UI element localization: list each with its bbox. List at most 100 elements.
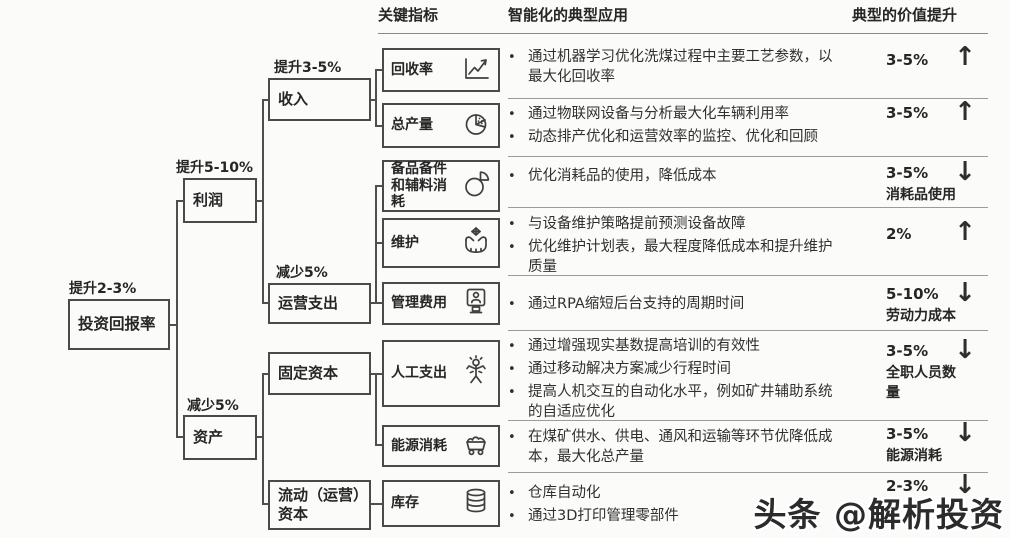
value-percent: 3-5%: [886, 425, 929, 443]
value-uplift-inventory: 2-3%: [886, 476, 964, 496]
indicator-spare-parts: 备品备件和辅料消耗: [382, 160, 500, 212]
edge-label-root: 提升2-3%: [69, 281, 137, 297]
bullet-icon: [508, 166, 528, 187]
row-separator: [508, 98, 988, 99]
bullet-item: 通过增强现实基数提高培训的有效性: [508, 336, 842, 357]
bullet-icon: [508, 294, 528, 315]
application-row-output: 通过物联网设备与分析最大化车辆利用率 动态排产优化和运营效率的监控、优化和回顾: [508, 104, 842, 150]
worker-icon: [460, 355, 492, 392]
indicator-inventory: 库存: [382, 480, 500, 527]
bullet-text: 通过机器学习优化洗煤过程中主要工艺参数，以最大化回收率: [528, 49, 833, 85]
connector: [262, 99, 269, 101]
bullet-icon: [508, 427, 528, 467]
node-fixed-capital: 固定资本: [268, 352, 371, 395]
trend-chart-icon: [460, 52, 492, 89]
indicator-label: 人工支出: [391, 365, 447, 382]
node-profit: 利润: [183, 178, 257, 223]
column-header-applications: 智能化的典型应用: [508, 6, 629, 24]
bullet-icon: [508, 237, 528, 277]
bullet-item: 仓库自动化: [508, 483, 842, 504]
connector: [176, 200, 178, 438]
edge-label-opex: 减少5%: [276, 265, 328, 281]
database-icon: [460, 485, 492, 522]
application-row-recovery: 通过机器学习优化洗煤过程中主要工艺参数，以最大化回收率: [508, 47, 842, 89]
bullet-icon: [508, 47, 528, 87]
row-separator: [508, 275, 988, 276]
indicator-label: 备品备件和辅料消耗: [391, 160, 447, 211]
bullet-text: 通过3D打印管理零部件: [528, 508, 679, 524]
indicator-label: 库存: [391, 495, 419, 512]
bullet-icon: [508, 359, 528, 380]
bullet-icon: [508, 506, 528, 527]
application-row-admin: 通过RPA缩短后台支持的周期时间: [508, 294, 842, 317]
value-uplift-maintenance: 2%: [886, 224, 964, 244]
value-percent: 3-5%: [886, 342, 929, 360]
node-opex: 运营支出: [268, 283, 371, 324]
value-uplift-recovery: 3-5%: [886, 50, 964, 70]
row-separator: [508, 472, 988, 473]
bullet-icon: [508, 104, 528, 125]
bullet-icon: [508, 382, 528, 422]
down-arrow-icon: ↓: [954, 418, 976, 448]
person-monitor-icon: [460, 285, 492, 322]
down-arrow-icon: ↓: [954, 157, 976, 187]
bullet-text: 优化消耗品的使用，降低成本: [528, 168, 717, 184]
indicator-label: 回收率: [391, 61, 433, 78]
indicator-energy-consumption: 能源消耗: [382, 425, 500, 467]
value-percent: 2-3%: [886, 477, 929, 495]
connector: [262, 373, 264, 505]
value-percent: 3-5%: [886, 51, 929, 69]
bullet-text: 通过增强现实基数提高培训的有效性: [528, 338, 760, 354]
column-header-key-indicators: 关键指标: [378, 6, 439, 24]
connector: [375, 69, 383, 71]
node-assets: 资产: [183, 415, 257, 460]
indicator-label: 能源消耗: [391, 437, 447, 454]
bullet-item: 在煤矿供水、供电、通风和运输等环节优降低成本，最大化总产量: [508, 427, 842, 467]
application-row-energy: 在煤矿供水、供电、通风和运输等环节优降低成本，最大化总产量: [508, 427, 842, 469]
value-percent: 3-5%: [886, 104, 929, 122]
mine-cart-icon: [460, 428, 492, 465]
bullet-item: 通过机器学习优化洗煤过程中主要工艺参数，以最大化回收率: [508, 47, 842, 87]
connector: [262, 373, 269, 375]
pie-chart-icon: [460, 107, 492, 144]
node-working-capital: 流动（运营）资本: [268, 480, 371, 530]
watermark: 头条 @解析投资: [753, 495, 1004, 534]
edge-label-assets: 减少5%: [187, 398, 239, 414]
bullet-text: 与设备维护策略提前预测设备故障: [528, 216, 746, 232]
connector: [371, 99, 377, 101]
row-separator: [508, 156, 988, 157]
value-note: 全职人员数量: [886, 365, 956, 401]
care-hands-icon: [460, 225, 492, 262]
bullet-item: 优化维护计划表，最大程度降低成本和提升维护质量: [508, 237, 842, 277]
connector: [375, 125, 383, 127]
connector: [375, 242, 383, 244]
bullet-item: 通过3D打印管理零部件: [508, 506, 842, 527]
connector: [375, 373, 377, 446]
bullet-text: 优化维护计划表，最大程度降低成本和提升维护质量: [528, 239, 833, 275]
value-note: 劳动力成本: [886, 308, 956, 324]
bullet-icon: [508, 127, 528, 148]
row-separator: [508, 330, 988, 331]
bullet-text: 通过RPA缩短后台支持的周期时间: [528, 296, 745, 312]
indicator-label: 维护: [391, 234, 419, 251]
row-separator: [508, 207, 988, 208]
connector: [375, 69, 377, 127]
connector: [375, 185, 377, 304]
connector: [257, 200, 264, 202]
bullet-text: 在煤矿供水、供电、通风和运输等环节优降低成本，最大化总产量: [528, 429, 833, 465]
header-underline: [378, 33, 988, 34]
row-separator: [508, 420, 988, 421]
application-row-maintenance: 与设备维护策略提前预测设备故障 优化维护计划表，最大程度降低成本和提升维护质量: [508, 214, 842, 279]
value-uplift-output: 3-5%: [886, 103, 964, 123]
connector: [371, 503, 383, 505]
up-arrow-icon: ↑: [954, 217, 976, 247]
connector: [371, 373, 383, 375]
value-percent: 2%: [886, 225, 912, 243]
value-uplift-admin: 5-10% 劳动力成本: [886, 284, 964, 326]
up-arrow-icon: ↑: [954, 97, 976, 127]
edge-label-profit: 提升5-10%: [176, 160, 254, 176]
indicator-recovery-rate: 回收率: [382, 48, 500, 92]
down-arrow-icon: ↓: [954, 470, 976, 500]
bullet-item: 提高人机交互的自动化水平，例如矿井辅助系统的自适应优化: [508, 382, 842, 422]
